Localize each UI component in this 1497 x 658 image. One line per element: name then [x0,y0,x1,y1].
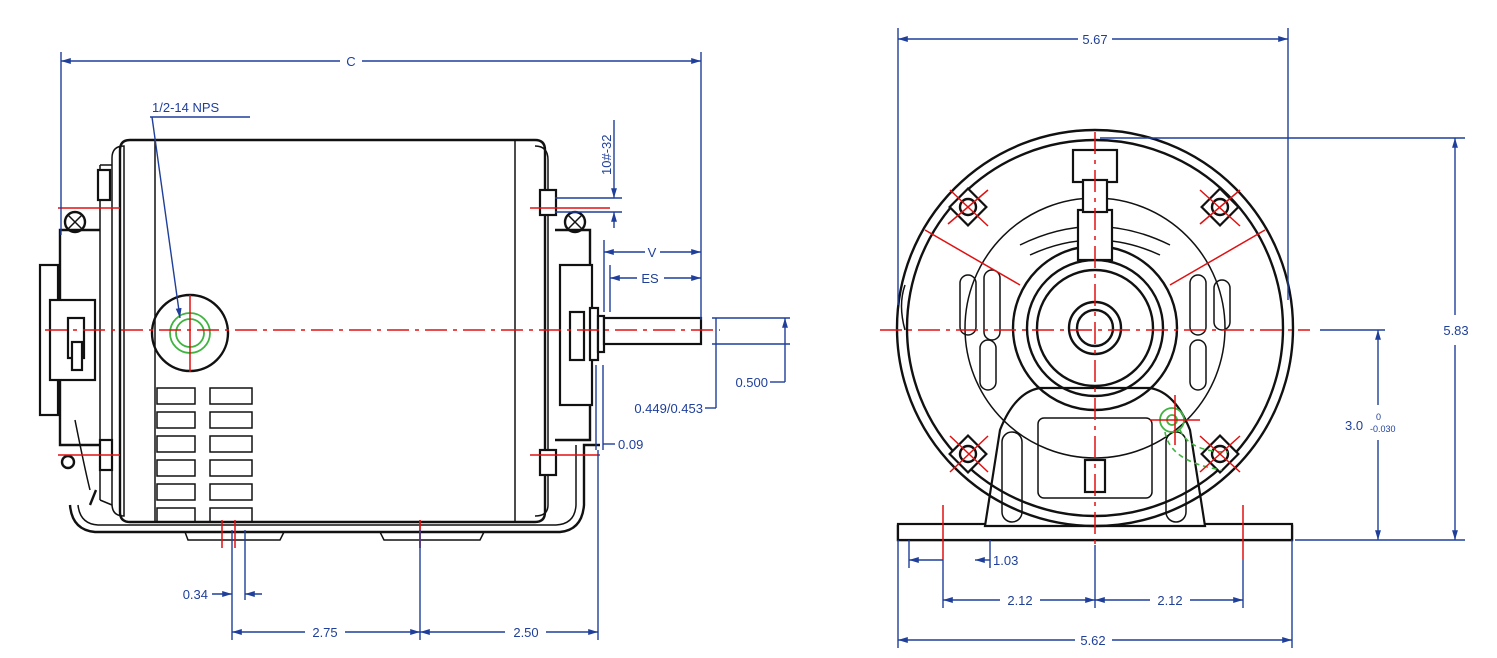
right-endbell [538,188,606,477]
foot-small-label: 0.34 [183,587,208,602]
tolerance-lower-label: -0.030 [1370,424,1396,434]
shaft-center-height-label: 3.0 [1345,418,1363,433]
end-dimensions [897,28,1465,648]
foot-right-label: 2.50 [513,625,538,640]
end-centerlines [880,132,1310,560]
dim-top-width-label: 5.67 [1082,32,1107,47]
foot-slot-label: 1.03 [993,553,1018,568]
dim-c-label: C [346,54,355,69]
dim-v-label: V [648,245,657,260]
tolerance-upper-label: 0 [1376,412,1381,422]
shaft-height-label: 0.500 [735,375,768,390]
screw-note: 10#-32 [599,135,614,175]
dim-base-width-label: 5.62 [1080,633,1105,648]
base-bracket [68,443,600,541]
side-centerlines [45,207,720,548]
flat-offset-label: 0.09 [618,437,643,452]
conduit-note: 1/2-14 NPS [152,100,220,115]
foot-left-label: 2.75 [312,625,337,640]
side-dimensions [60,52,790,640]
hole-right-label: 2.12 [1157,593,1182,608]
dim-height-label: 5.83 [1443,323,1468,338]
side-view: C 1/2-14 NPS 10#-32 V ES 0.449/0.453 0.5… [38,52,790,640]
left-endbell [38,168,114,506]
shaft-diameter-label: 0.449/0.453 [634,401,703,416]
motor-body [99,138,549,524]
shaft [602,316,703,346]
end-view: 5.67 5.83 3.0 0 -0.030 1.03 2.12 2.12 5.… [880,28,1469,648]
dim-es-label: ES [641,271,659,286]
hole-left-label: 2.12 [1007,593,1032,608]
vent-slots [156,387,253,523]
